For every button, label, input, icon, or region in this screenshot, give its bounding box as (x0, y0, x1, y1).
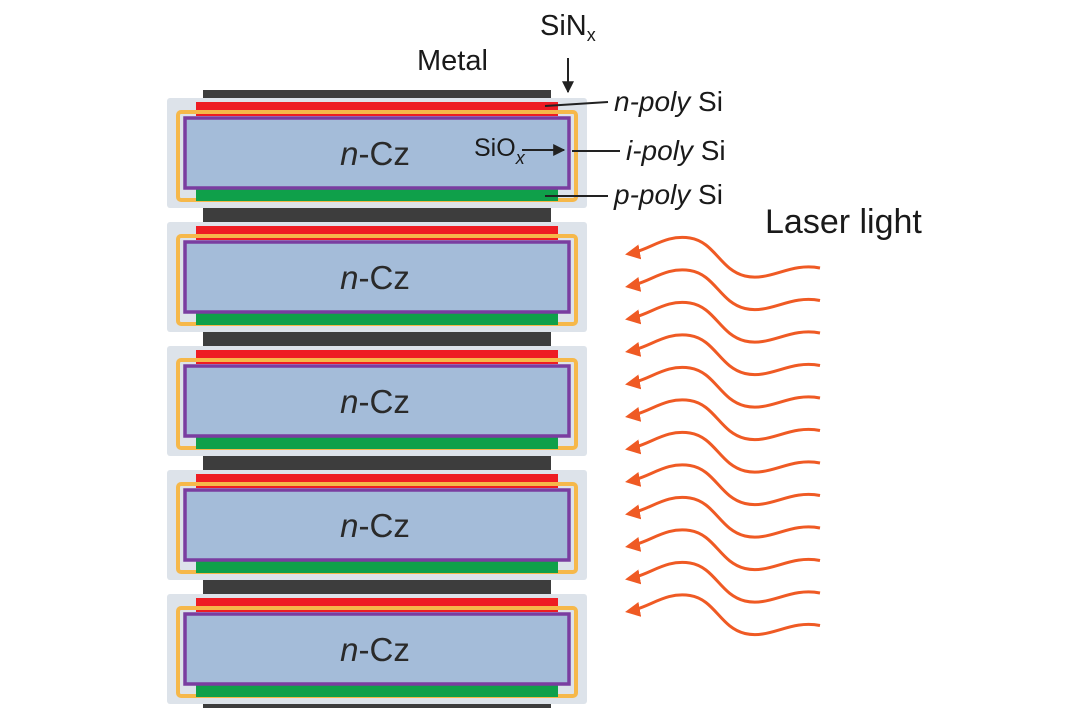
laser-wave (625, 463, 821, 507)
laser-wave (625, 365, 821, 409)
siox-label-sub: x (515, 148, 525, 168)
n-cz-suffix: -Cz (358, 507, 410, 544)
metal-contact (203, 575, 551, 597)
p-poly-italic: p-poly (614, 179, 691, 210)
laser-wave (625, 398, 821, 442)
p-poly-layer (196, 684, 558, 697)
n-cz-label: n-Cz (300, 261, 450, 294)
solar-cell (167, 594, 587, 704)
siox-label: SiOx (474, 134, 525, 168)
laser-wave (625, 430, 821, 474)
metal-label: Metal (417, 45, 488, 77)
solar-cell (167, 470, 587, 580)
p-poly-layer (196, 188, 558, 201)
cell-stack (167, 98, 587, 704)
laser-wave (625, 268, 821, 312)
npoly-leader (544, 101, 609, 107)
laser-light-label: Laser light (765, 203, 922, 241)
n-poly-rest: Si (690, 86, 723, 117)
sinx-label-sub: x (586, 25, 596, 45)
p-poly-layer (196, 312, 558, 325)
i-poly-italic: i-poly (626, 135, 693, 166)
solar-cell (167, 222, 587, 332)
n-cz-prefix: n (340, 507, 359, 544)
laser-wave (625, 593, 821, 637)
laser-wave (625, 235, 821, 279)
laser-wave (625, 333, 821, 377)
n-cz-suffix: -Cz (358, 259, 410, 296)
n-cz-prefix: n (340, 259, 359, 296)
metal-contact (203, 451, 551, 473)
n-cz-substrate (183, 364, 571, 438)
n-cz-suffix: -Cz (358, 383, 410, 420)
metal-contact (203, 327, 551, 349)
n-cz-prefix: n (340, 383, 359, 420)
n-cz-label: n-Cz (300, 509, 450, 542)
label-leaders (522, 58, 620, 197)
metal-contact (203, 203, 551, 225)
laser-waves (625, 235, 821, 637)
solar-cell (167, 346, 587, 456)
n-cz-substrate (183, 240, 571, 314)
n-cz-prefix: n (340, 135, 359, 172)
n-cz-substrate (183, 116, 571, 190)
sinx-label-base: SiN (540, 10, 587, 42)
n-cz-prefix: n (340, 631, 359, 668)
n-cz-substrate (183, 612, 571, 686)
n-cz-suffix: -Cz (358, 631, 410, 668)
n-cz-label: n-Cz (300, 137, 450, 170)
laser-wave (625, 495, 821, 539)
i-poly-rest: Si (692, 135, 726, 166)
laser-wave (625, 528, 821, 572)
n-cz-label: n-Cz (300, 385, 450, 418)
n-cz-suffix: -Cz (358, 135, 410, 172)
p-poly-layer (196, 560, 558, 573)
i-poly-si-label: i-poly Si (626, 137, 726, 165)
siox-label-base: SiO (474, 134, 516, 162)
laser-wave (625, 300, 821, 344)
n-cz-label: n-Cz (300, 633, 450, 666)
laser-wave (625, 560, 821, 604)
n-poly-si-label: n-poly Si (614, 88, 723, 116)
n-poly-italic: n-poly (614, 86, 691, 117)
n-cz-substrate (183, 488, 571, 562)
p-poly-layer (196, 436, 558, 449)
p-poly-si-label: p-poly Si (614, 181, 723, 209)
p-poly-rest: Si (690, 179, 723, 210)
solar-cell (167, 98, 587, 208)
sinx-label: SiNx (540, 10, 596, 45)
